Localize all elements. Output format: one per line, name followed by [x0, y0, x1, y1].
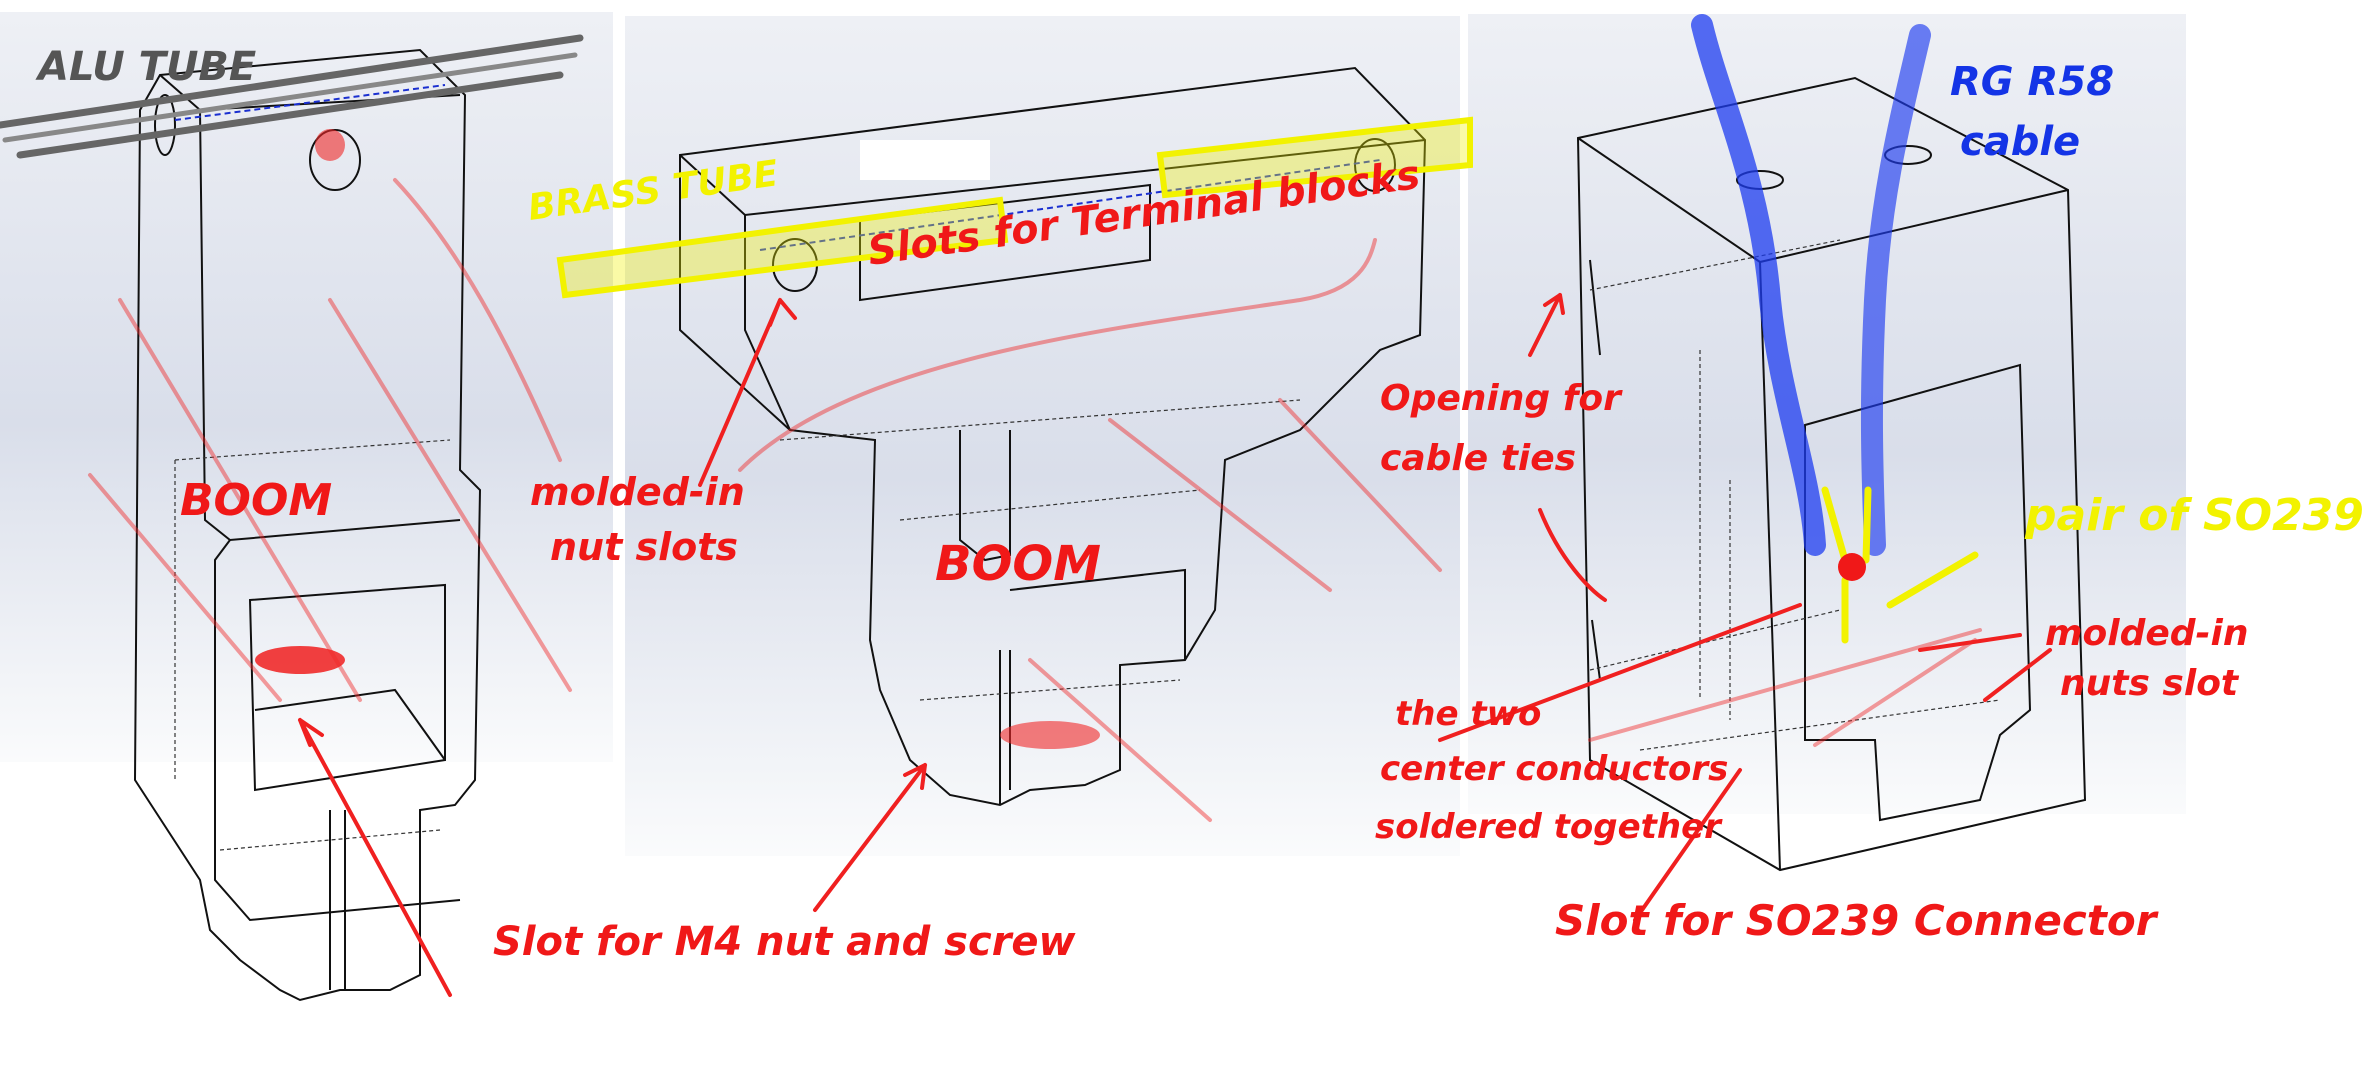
- middle-bracket-part: [679, 66, 1427, 807]
- label-so239-pair: pair of SO239: [2024, 490, 2364, 541]
- label-conductors-3: soldered together: [1375, 807, 1723, 847]
- label-cable: cable: [1960, 119, 2080, 165]
- label-molded-nut-slots-1: molded-in: [530, 470, 745, 514]
- left-view-panel: [0, 12, 613, 762]
- label-molded-nuts-slot-2: nuts slot: [2060, 663, 2240, 704]
- label-rg58: RG R58: [1950, 59, 2114, 105]
- label-so239-slot: Slot for SO239 Connector: [1555, 896, 2159, 945]
- nut-slot-highlight: [315, 129, 345, 161]
- label-cable-ties-2: cable ties: [1380, 438, 1576, 479]
- middle-view-panel: [625, 16, 1460, 856]
- label-molded-nut-slots-2: nut slots: [550, 525, 738, 569]
- erased-area: [860, 140, 990, 180]
- label-boom-middle: BOOM: [935, 536, 1101, 592]
- label-conductors-2: center conductors: [1380, 749, 1728, 789]
- left-clamp-part: [133, 48, 482, 1002]
- so239-connector-housing: [1576, 76, 2087, 872]
- solder-joint: [1838, 553, 1866, 581]
- label-cable-ties-1: Opening for: [1380, 378, 1623, 419]
- m4-slot-highlight: [255, 646, 345, 674]
- m4-slot-highlight-middle: [1000, 721, 1100, 749]
- annotation-arrows: [88, 178, 2052, 997]
- label-boom-left: BOOM: [180, 475, 332, 526]
- so239-pins: [1821, 486, 1979, 644]
- label-molded-nuts-slot-1: molded-in: [2045, 613, 2248, 654]
- brass-tube-highlight: [556, 116, 1473, 299]
- alu-tube-sketch: [0, 34, 584, 159]
- label-alu-tube: ALU TUBE: [35, 44, 256, 90]
- label-m4-slot: Slot for M4 nut and screw: [493, 919, 1077, 965]
- rg58-cables: [1691, 14, 1931, 556]
- label-conductors-1: the two: [1395, 694, 1541, 734]
